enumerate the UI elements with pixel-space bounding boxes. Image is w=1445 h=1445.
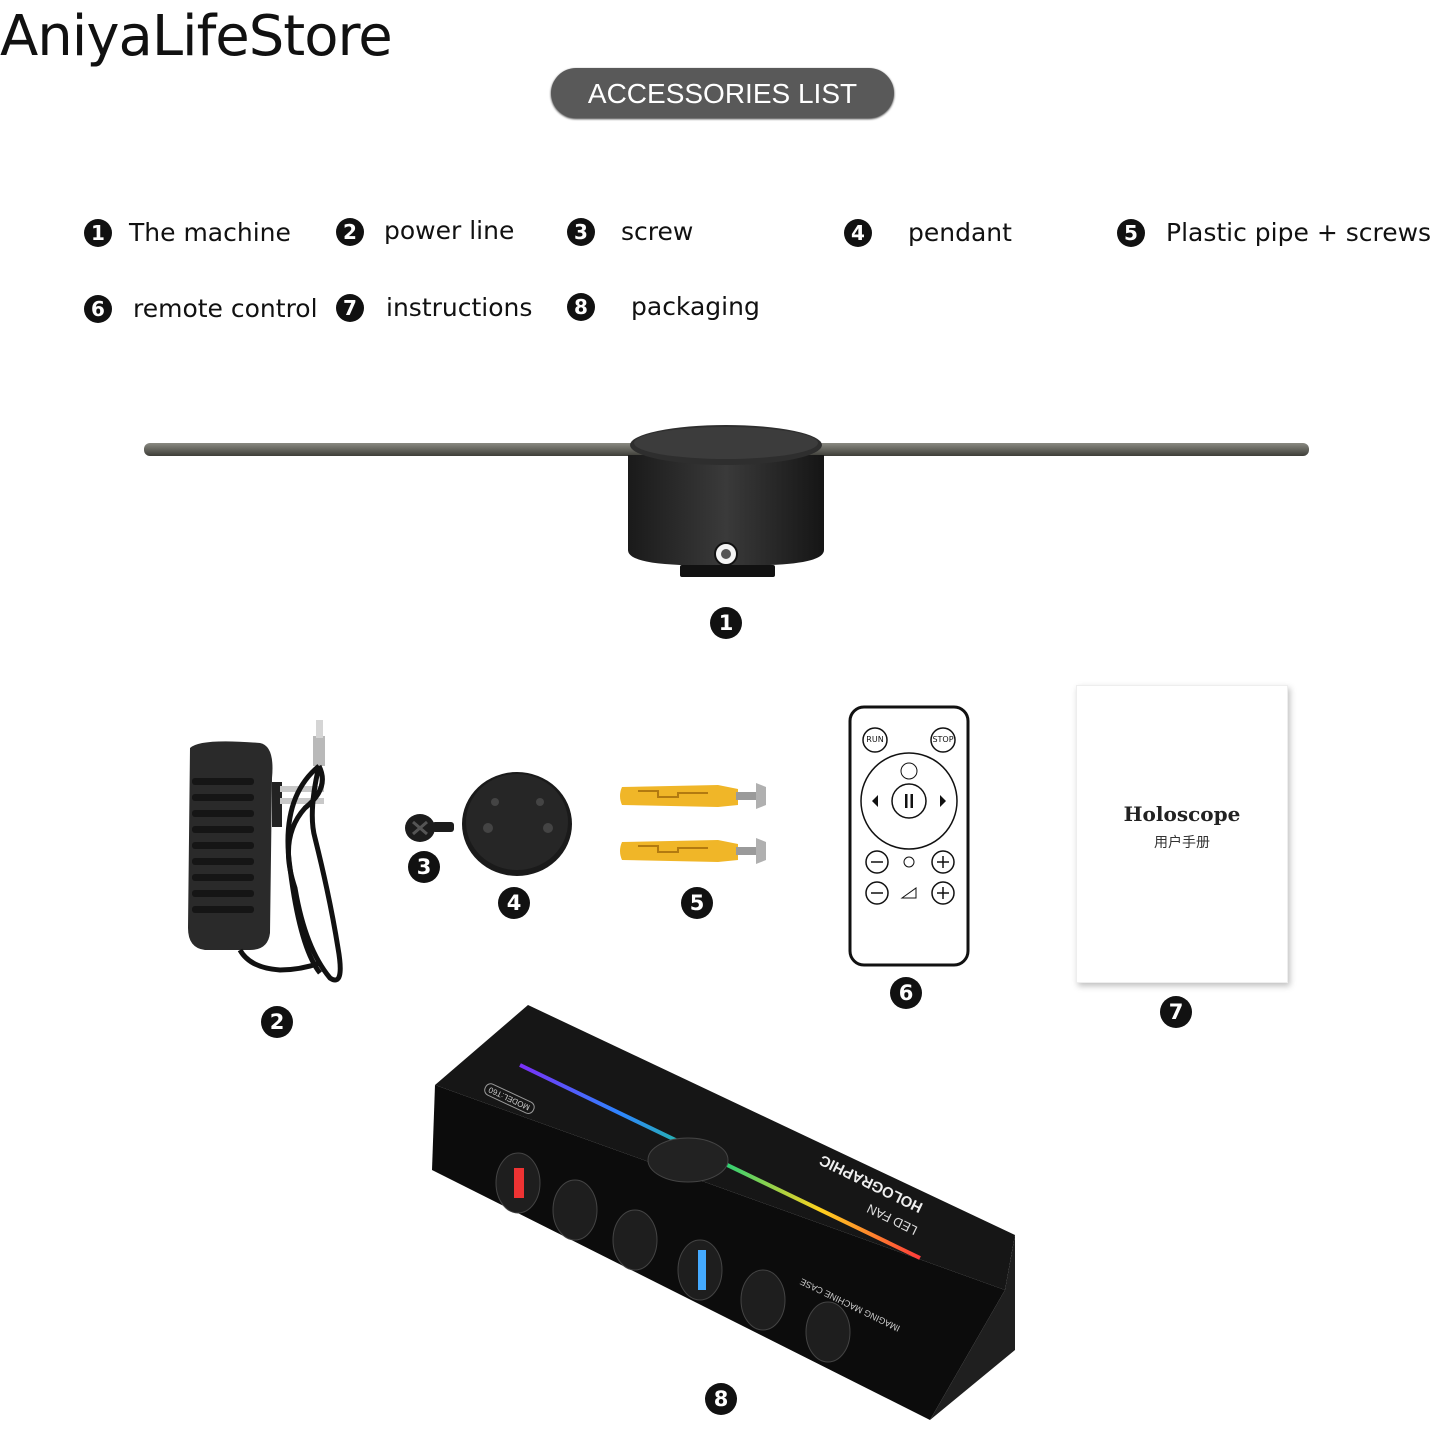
- manual-title: Holoscope: [1123, 802, 1241, 826]
- hologram-fan-icon: [144, 425, 1309, 577]
- number-badge: 2: [336, 218, 364, 246]
- power-adapter-icon: [188, 720, 343, 983]
- legend-label: instructions: [386, 293, 533, 322]
- legend-label: power line: [384, 215, 515, 245]
- legend-label: screw: [621, 217, 694, 246]
- wall-anchor-icon: [620, 783, 766, 864]
- run-button: RUN: [866, 735, 884, 744]
- legend-item-instructions: 7 instructions: [336, 293, 532, 322]
- item-badge-pendant: 4: [498, 887, 530, 919]
- screw-icon: [405, 814, 454, 842]
- item-badge-screw: 3: [408, 851, 440, 883]
- legend-label: packaging: [631, 292, 760, 321]
- pendant-plate-icon: [462, 772, 572, 876]
- legend-item-pendant: 4 pendant: [844, 218, 1012, 247]
- item-badge-power: 2: [261, 1006, 293, 1038]
- remote-control-icon: RUN STOP: [848, 705, 970, 967]
- legend-item-plastic-pipe: 5 Plastic pipe + screws: [1117, 218, 1431, 247]
- item-badge-remote: 6: [890, 977, 922, 1009]
- item-badge-box: 8: [705, 1383, 737, 1415]
- number-badge: 6: [84, 294, 112, 323]
- item-badge-manual: 7: [1160, 996, 1192, 1028]
- legend-label: The machine: [129, 218, 291, 247]
- package-box-icon: HOLOGRAPHIC LED FAN MODEL:T60 IMAGING MA…: [430, 1000, 1020, 1425]
- number-badge: 8: [567, 292, 595, 321]
- item-badge-machine: 1: [710, 607, 742, 639]
- store-name: AniyaLifeStore: [0, 4, 393, 69]
- number-badge: 7: [336, 293, 364, 322]
- number-badge: 4: [844, 218, 872, 247]
- legend-item-power-line: 2 power line: [336, 214, 514, 246]
- legend-item-packaging: 8 packaging: [567, 292, 760, 321]
- stop-button: STOP: [932, 735, 954, 744]
- number-badge: 5: [1117, 218, 1145, 247]
- number-badge: 3: [567, 217, 595, 246]
- legend-label: Plastic pipe + screws: [1166, 218, 1432, 247]
- legend-item-remote-control: 6 remote control: [84, 294, 318, 323]
- item-badge-pipe: 5: [681, 887, 713, 919]
- legend-label: pendant: [908, 218, 1012, 247]
- number-badge: 1: [84, 218, 112, 247]
- legend-item-screw: 3 screw: [567, 217, 693, 246]
- legend-label: remote control: [133, 294, 318, 323]
- accessories-list-title: ACCESSORIES LIST: [551, 68, 894, 118]
- legend-item-machine: 1 The machine: [84, 218, 291, 247]
- manual-subtitle: 用户手册: [1154, 835, 1210, 851]
- instruction-manual: Holoscope 用户手册: [1076, 685, 1288, 983]
